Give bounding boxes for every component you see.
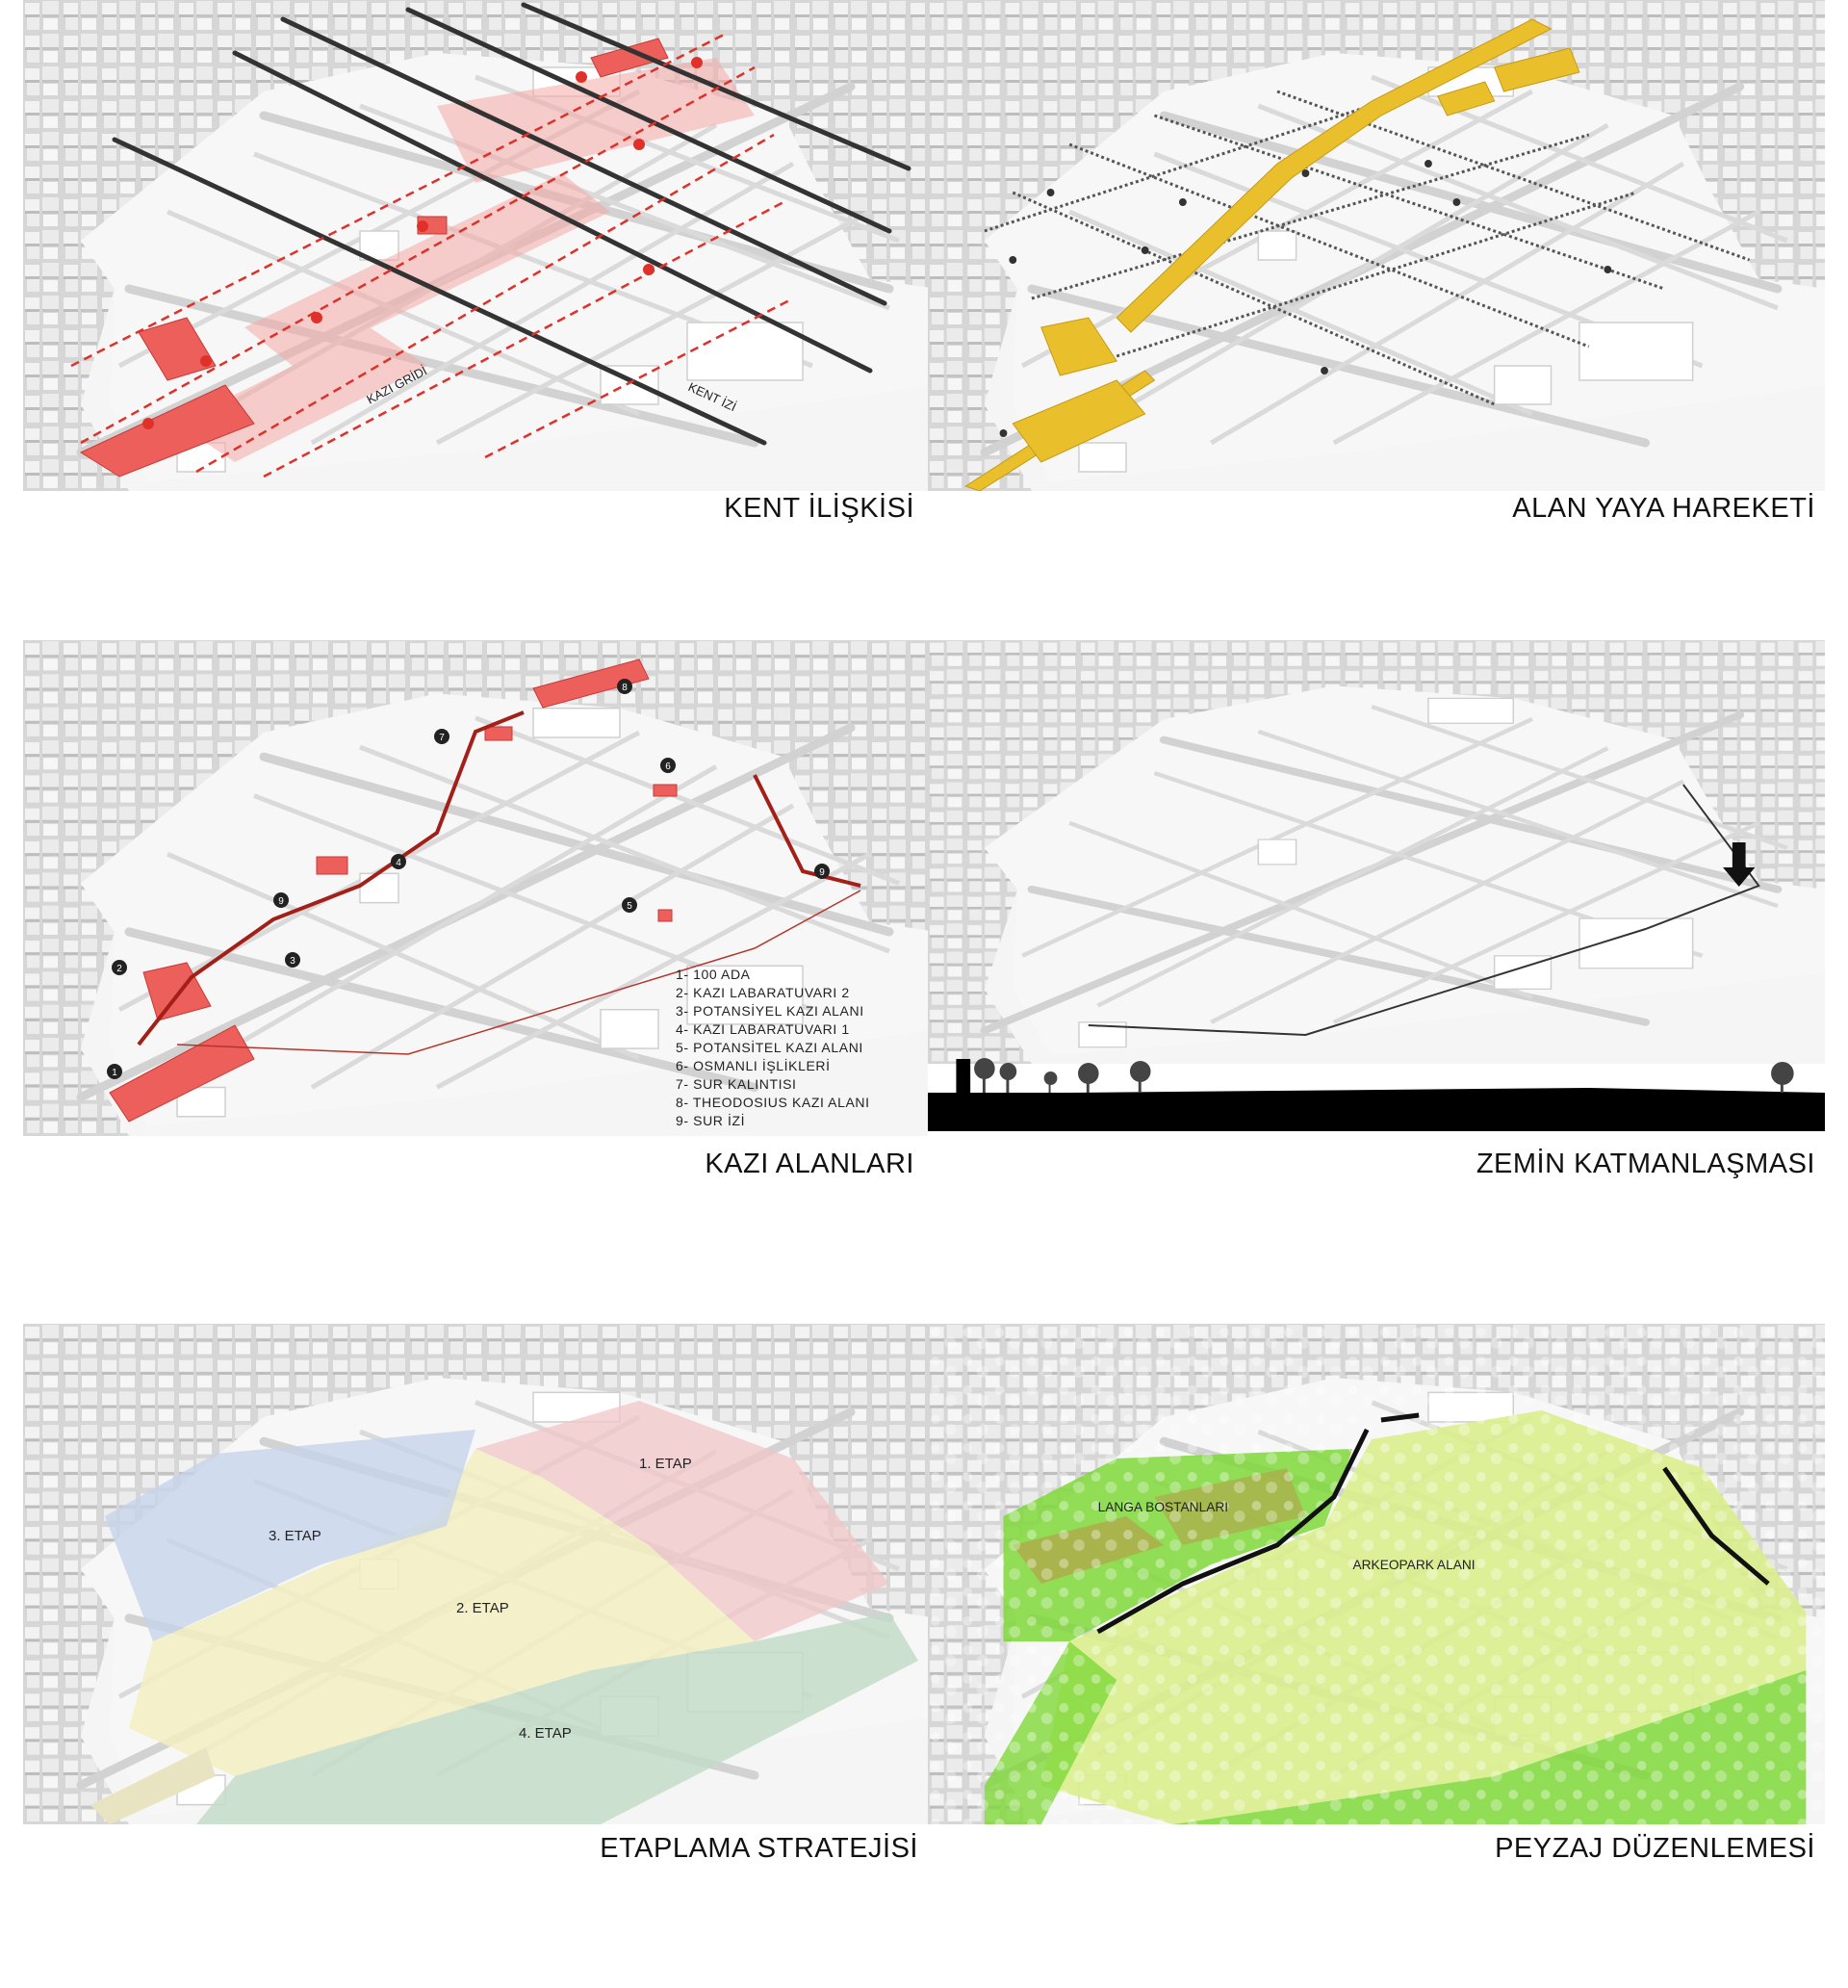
- svg-text:5: 5: [627, 901, 632, 912]
- legend-item: 9- SUR İZİ: [676, 1113, 746, 1128]
- pedestrian-paths: [984, 90, 1751, 406]
- legend-item: 4- KAZI LABARATUVARI 1: [676, 1021, 850, 1037]
- svg-text:6: 6: [665, 762, 671, 772]
- etap-2-label: 2. ETAP: [456, 1600, 509, 1616]
- svg-text:3: 3: [290, 956, 295, 967]
- svg-text:1: 1: [112, 1068, 117, 1078]
- excavation-areas: [79, 38, 669, 478]
- svg-text:8: 8: [622, 683, 628, 693]
- kazi-alanlari-diagram: 1 2 3 4 5 6 7 8 9 9 1- 100 ADA 2- KAZI L…: [23, 640, 937, 1136]
- etap-1-label: 1. ETAP: [639, 1456, 692, 1472]
- legend-item: 6- OSMANLI İŞLİKLERİ: [676, 1058, 831, 1073]
- kent-iliskisi-caption: KENT İLİŞKİSİ: [724, 493, 914, 524]
- alan-yaya-hareketi-diagram: [928, 0, 1825, 491]
- legend-item: 7- SUR KALINTISI: [676, 1076, 797, 1092]
- svg-text:7: 7: [439, 733, 445, 743]
- marker-5: 5: [622, 897, 637, 913]
- etaplama-stratejisi-caption: ETAPLAMA STRATEJİSİ: [600, 1833, 918, 1864]
- legend-item: 2- KAZI LABARATUVARI 2: [676, 985, 850, 1000]
- kent-izi-lines: [112, 2, 911, 446]
- excavation-areas: [109, 658, 678, 1123]
- legend-item: 5- POTANSİTEL KAZI ALANI: [676, 1040, 863, 1055]
- arkeopark-alani-label: ARKEOPARK ALANI: [1352, 1557, 1475, 1572]
- yellow-route: [964, 18, 1580, 491]
- svg-text:9: 9: [819, 867, 825, 878]
- zemin-katmanlasmasi-diagram: [928, 640, 1825, 1136]
- section-trees: [974, 1058, 1794, 1093]
- etap-4-zone: [196, 1613, 918, 1824]
- area-markers: 1 2 3 4 5 6 7 8 9 9: [107, 679, 830, 1079]
- kazi-gridi-lines: [70, 32, 794, 478]
- ground-section: [928, 1059, 1825, 1131]
- legend-item: 3- POTANSİYEL KAZI ALANI: [676, 1003, 864, 1019]
- marker-9a: 9: [273, 892, 289, 908]
- etap-2-zone: [129, 1449, 755, 1776]
- kent-iliskisi-diagram: KAZI GRİDİ KENT İZİ: [23, 0, 937, 491]
- marker-6: 6: [660, 758, 676, 773]
- etap-3-zone: [105, 1430, 475, 1641]
- etap-1-zone: [475, 1401, 889, 1641]
- svg-text:2: 2: [116, 964, 122, 974]
- pedestrian-icons: [999, 160, 1612, 437]
- legend-item: 8- THEODOSIUS KAZI ALANI: [676, 1095, 870, 1110]
- legend-item: 1- 100 ADA: [676, 967, 751, 982]
- kazi-alanlari-caption: KAZI ALANLARI: [705, 1149, 914, 1179]
- marker-8: 8: [617, 679, 632, 694]
- kazi-alanlari-legend: 1- 100 ADA 2- KAZI LABARATUVARI 2 3- POT…: [676, 966, 870, 1130]
- marker-9b: 9: [814, 864, 830, 879]
- down-arrow-icon: [1723, 842, 1756, 887]
- peyzaj-duzenlemesi-caption: PEYZAJ DÜZENLEMESİ: [1495, 1833, 1815, 1864]
- etaplama-stratejisi-diagram: 1. ETAP 2. ETAP 3. ETAP 4. ETAP: [23, 1324, 937, 1824]
- sur-izi: [137, 710, 861, 1046]
- marker-2: 2: [112, 960, 127, 975]
- marker-3: 3: [285, 952, 300, 968]
- svg-text:9: 9: [278, 896, 284, 907]
- marker-1: 1: [107, 1064, 122, 1079]
- marker-4: 4: [391, 854, 406, 869]
- marker-7: 7: [434, 729, 449, 744]
- alan-yaya-hareketi-caption: ALAN YAYA HAREKETİ: [1512, 493, 1815, 524]
- langa-bostanlari-label: LANGA BOSTANLARI: [1098, 1499, 1229, 1514]
- svg-text:4: 4: [396, 858, 401, 868]
- zemin-katmanlasmasi-caption: ZEMİN KATMANLAŞMASI: [1476, 1149, 1815, 1179]
- etap-4-label: 4. ETAP: [519, 1725, 572, 1742]
- etap-3-label: 3. ETAP: [269, 1528, 321, 1544]
- peyzaj-duzenlemesi-diagram: LANGA BOSTANLARI ARKEOPARK ALANI: [928, 1324, 1825, 1824]
